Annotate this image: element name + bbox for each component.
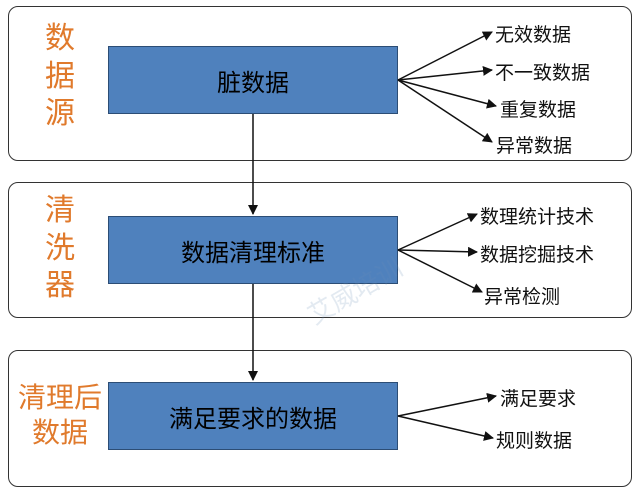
cleaner-output-1: 数理统计技术 bbox=[480, 206, 595, 228]
source-output-4: 异常数据 bbox=[496, 135, 573, 157]
cleaner-output-3: 异常检测 bbox=[484, 286, 561, 308]
result-output-1: 满足要求 bbox=[500, 388, 577, 410]
dirty-data-box: 脏数据 bbox=[108, 46, 398, 114]
cleaning-standard-text: 数据清理标准 bbox=[181, 238, 325, 267]
result-output-2: 规则数据 bbox=[496, 430, 573, 452]
qualified-data-box: 满足要求的数据 bbox=[108, 382, 398, 450]
source-output-2: 不一致数据 bbox=[495, 62, 591, 84]
source-output-1: 无效数据 bbox=[495, 24, 572, 46]
qualified-data-text: 满足要求的数据 bbox=[169, 404, 337, 433]
cleaner-output-2: 数据挖掘技术 bbox=[480, 244, 595, 266]
dirty-data-text: 脏数据 bbox=[217, 68, 289, 97]
source-label: 数 据 源 bbox=[45, 21, 75, 131]
source-output-3: 重复数据 bbox=[500, 99, 577, 121]
cleaner-label: 清 洗 器 bbox=[45, 193, 75, 303]
result-label: 清理后 数据 bbox=[17, 381, 102, 449]
cleaning-standard-box: 数据清理标准 bbox=[108, 216, 398, 284]
